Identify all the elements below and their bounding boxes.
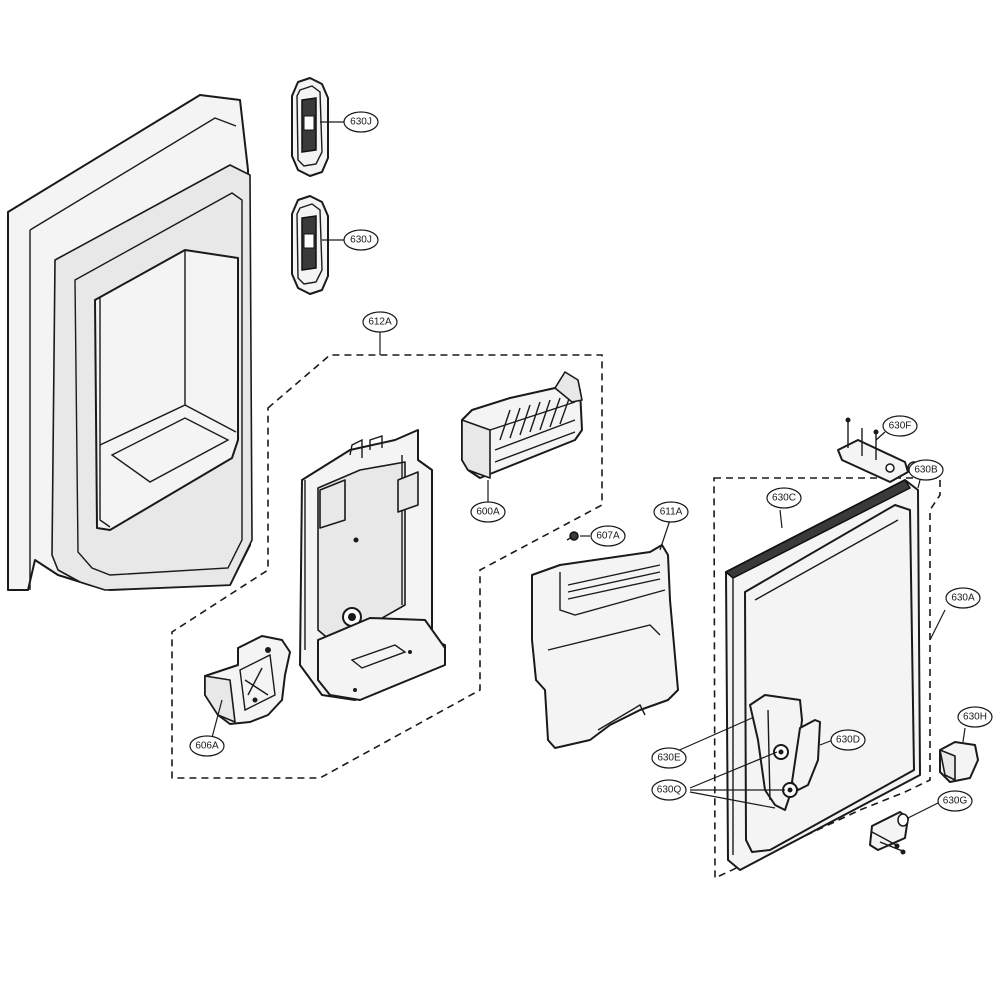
door-630a xyxy=(724,479,921,871)
clip-630j-top xyxy=(291,77,329,177)
dispenser-housing xyxy=(299,429,446,701)
assembly-612a-outline xyxy=(171,354,603,779)
cap-630h xyxy=(939,741,979,783)
refrigerator-door xyxy=(7,94,253,591)
ice-maker-600a xyxy=(461,371,583,479)
bracket-630g xyxy=(869,811,909,855)
cover-611a xyxy=(531,544,679,749)
clip-630j-bottom xyxy=(291,195,329,295)
part-606a xyxy=(204,635,291,725)
hinge-630f xyxy=(837,417,921,483)
screw-607a xyxy=(566,531,579,541)
